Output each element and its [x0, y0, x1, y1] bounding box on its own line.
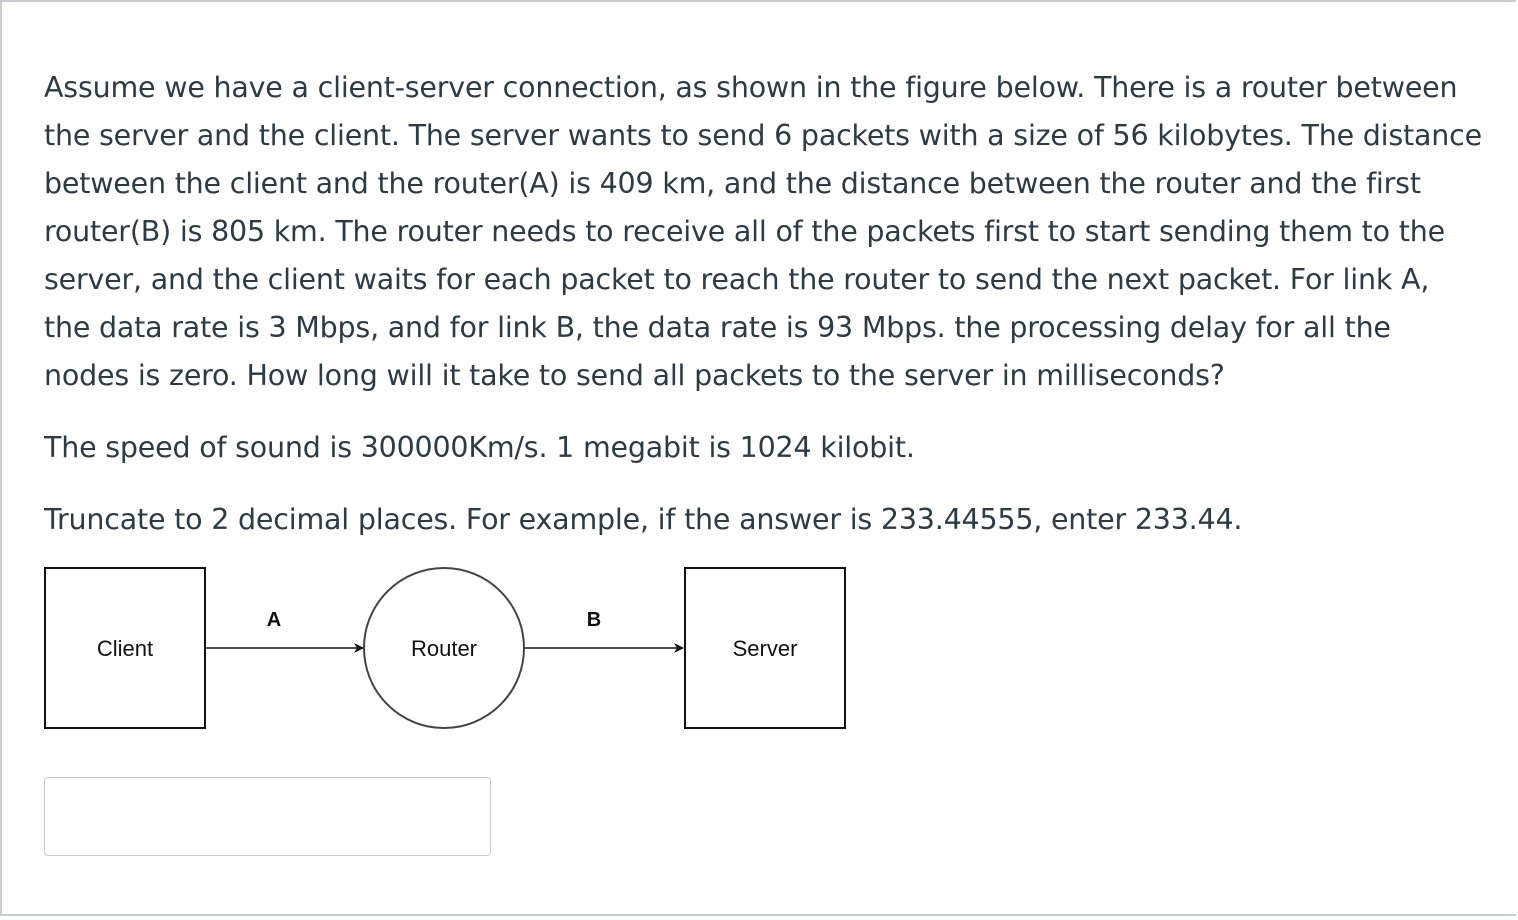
network-diagram: Client A Router B Server	[44, 567, 846, 729]
server-node	[684, 567, 846, 729]
question-paragraph-truncate-note: Truncate to 2 decimal places. For exampl…	[44, 503, 1243, 536]
question-paragraph-main: Assume we have a client-server connectio…	[44, 71, 1482, 392]
link-b-label: B	[587, 609, 601, 631]
client-label: Client	[97, 636, 153, 661]
question-paragraph-speed-note: The speed of sound is 300000Km/s. 1 mega…	[44, 431, 915, 464]
client-node	[44, 567, 206, 729]
server-label: Server	[733, 636, 798, 661]
router-node	[363, 567, 525, 729]
question-text: Assume we have a client-server connectio…	[44, 64, 1484, 544]
network-diagram-svg: Client A Router B Server	[44, 567, 846, 729]
router-label: Router	[411, 636, 477, 661]
link-a-label: A	[267, 609, 281, 631]
answer-input[interactable]	[44, 777, 491, 856]
